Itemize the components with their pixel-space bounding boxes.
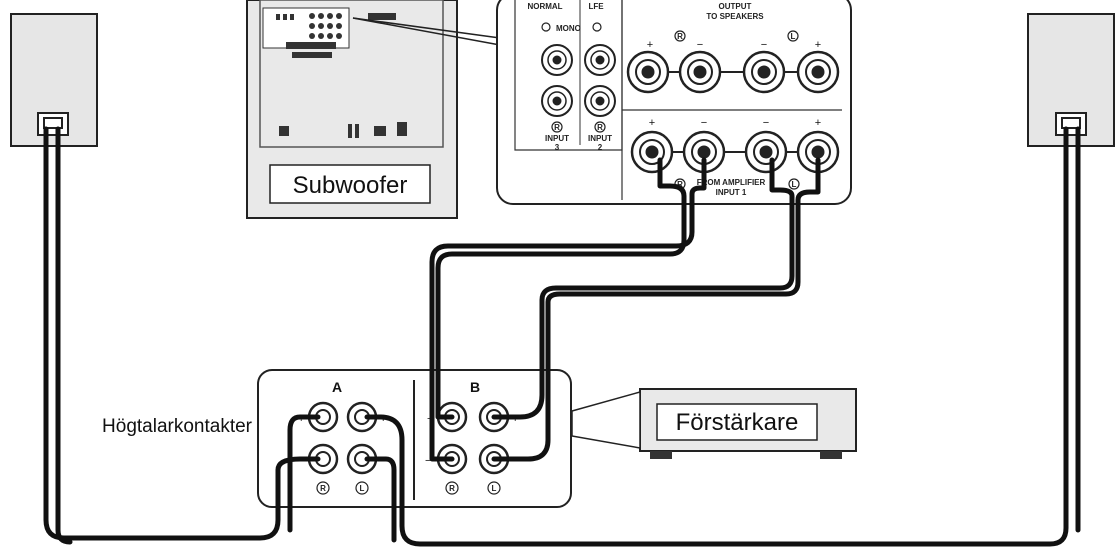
in-l-minus: − bbox=[763, 117, 769, 129]
speaker-terminal-panel: A B Högtalarkontakter + + − − + + − − R … bbox=[102, 369, 572, 508]
out-l-minus: − bbox=[761, 39, 767, 51]
amplifier-label: Förstärkare bbox=[676, 409, 799, 436]
input1-line1: FROM AMPLIFIER bbox=[697, 178, 766, 187]
cable-left-speaker-neg bbox=[43, 126, 321, 541]
cable-b-l-to-sub bbox=[491, 157, 795, 420]
mono-label: MONO bbox=[556, 24, 581, 33]
lfe-label: LFE bbox=[588, 2, 604, 11]
amplifier-unit: Förstärkare bbox=[571, 388, 857, 459]
mono-indicator-icon bbox=[541, 22, 551, 32]
zoom-pointer-line bbox=[352, 17, 501, 46]
subwoofer-label-box bbox=[269, 164, 431, 204]
input1-line2: INPUT 1 bbox=[716, 188, 747, 197]
lfe-indicator-icon bbox=[592, 22, 602, 32]
b-minus-left: − bbox=[425, 455, 431, 467]
out-r-mark: R bbox=[677, 32, 683, 41]
a-r-mark: R bbox=[320, 484, 326, 493]
input2-label: INPUT bbox=[588, 134, 612, 143]
input2-number: 2 bbox=[598, 143, 603, 152]
a-l-mark: L bbox=[360, 484, 365, 493]
output-label: OUTPUT bbox=[719, 2, 752, 11]
b-l-mark: L bbox=[492, 484, 497, 493]
input3-r-mark: R bbox=[554, 123, 560, 132]
out-l-plus: + bbox=[815, 39, 821, 51]
to-speakers-label: TO SPEAKERS bbox=[706, 12, 764, 21]
cable-right-speaker-pos bbox=[364, 126, 1069, 547]
amplifier-zoom-wedge bbox=[571, 391, 641, 449]
input3-number: 3 bbox=[555, 143, 560, 152]
output-terminals bbox=[626, 50, 840, 94]
group-b-label: B bbox=[470, 379, 480, 395]
out-l-mark: L bbox=[791, 32, 796, 41]
in-r-plus: + bbox=[649, 117, 655, 129]
speaker-terminals-label: Högtalarkontakter bbox=[102, 416, 253, 437]
input3-label: INPUT bbox=[545, 134, 569, 143]
rca-jacks bbox=[541, 44, 616, 117]
input2-r-mark: R bbox=[597, 123, 603, 132]
in-l-mark: L bbox=[792, 180, 797, 189]
in-r-minus: − bbox=[701, 117, 707, 129]
b-r-mark: R bbox=[449, 484, 455, 493]
speaker-cables bbox=[43, 126, 1081, 547]
right-speaker bbox=[1027, 13, 1115, 147]
subwoofer-unit: Subwoofer bbox=[246, 0, 501, 219]
normal-label: NORMAL bbox=[527, 2, 562, 11]
subwoofer-connection-panel: NORMAL LFE OUTPUT TO SPEAKERS MONO R INP… bbox=[496, 0, 852, 205]
left-speaker bbox=[10, 13, 98, 147]
out-r-plus: + bbox=[647, 39, 653, 51]
in-l-plus: + bbox=[815, 117, 821, 129]
cable-b-r-to-sub bbox=[435, 157, 687, 420]
subwoofer-label: Subwoofer bbox=[293, 172, 408, 199]
group-a-label: A bbox=[332, 379, 342, 395]
in-r-mark: R bbox=[677, 180, 683, 189]
out-r-minus: − bbox=[697, 39, 703, 51]
cable-left-speaker-pos bbox=[55, 126, 73, 545]
